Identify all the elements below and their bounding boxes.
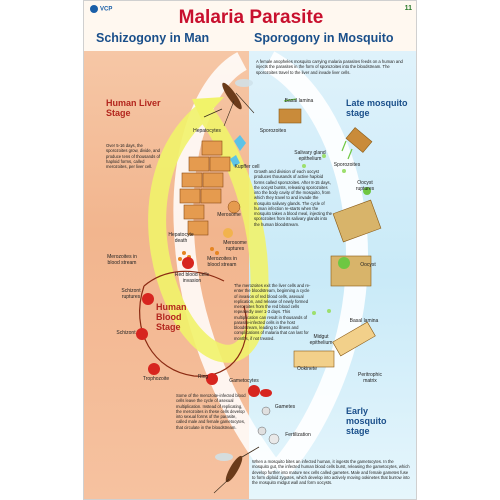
stage-human-liver: Human Liver Stage — [106, 98, 161, 118]
text-liver: Over 5-16 days, the sporozoites grow, di… — [106, 143, 161, 169]
label-basal-lamina-top: Basal lamina — [284, 98, 314, 104]
schizont-icon — [136, 328, 148, 340]
yellow-arrow-head — [192, 97, 224, 121]
oocyst-rupture-icon — [363, 187, 371, 195]
merosome-rupture-icon — [223, 228, 233, 238]
label-gametocytes: Gametocytes — [229, 378, 259, 384]
ring-icon — [206, 373, 218, 385]
schizont-ruptures-icon — [142, 293, 154, 305]
label-sporozoites-top: Sporozoites — [259, 128, 287, 134]
plate-number: 11 — [404, 5, 412, 12]
vcp-logo: VCP — [90, 5, 112, 13]
label-schizont: Schizont — [116, 330, 136, 336]
text-mosquito-mid: Growth and division of each oocyst produ… — [254, 169, 332, 227]
label-midgut: Midgut epithelium — [309, 334, 333, 346]
label-basal-lamina-low: Basal lamina — [349, 318, 379, 324]
salivary-gland — [278, 108, 373, 153]
label-fertilization: Fertilization — [285, 432, 311, 438]
gametes-icon — [257, 406, 271, 436]
white-cycle-arrow — [173, 52, 282, 478]
stage-human-blood: Human Blood Stage — [156, 302, 187, 332]
label-merosome: Merosome — [217, 212, 241, 218]
stage-late-mosquito: Late mosquito stage — [346, 98, 408, 118]
label-oocyst-ruptures: Oocyst ruptures — [355, 180, 375, 192]
merosome-icon — [227, 200, 241, 214]
label-salivary: Salivary gland epithelium — [294, 150, 326, 162]
gametocytes-icon-2 — [260, 389, 272, 397]
sporozoites-icon — [283, 98, 353, 160]
gametocytes-icon — [248, 385, 260, 397]
label-gametes: Gametes — [274, 404, 296, 410]
mosquito-bottom-icon — [213, 446, 260, 494]
rbc-invasion-icon — [182, 257, 194, 269]
label-schizont-ruptures: Schizont ruptures — [121, 288, 141, 300]
text-bottom: When a mosquito bites an infected human,… — [252, 459, 410, 485]
blood-cycle-ring — [139, 285, 248, 377]
trophozoite-icon — [148, 363, 160, 375]
label-kupffer: Kupffer cell — [234, 164, 260, 170]
label-rbc-invasion: Red blood cells invasion — [174, 272, 210, 284]
text-top-right: A female anopheles mosquito carrying mal… — [256, 59, 403, 75]
label-merozoites-stream-left: Merozoites in blood stream — [107, 254, 137, 266]
blood-cycle-ring-arrow — [143, 270, 225, 287]
cycle-diagram — [136, 51, 382, 494]
text-blood-center: The merozoites exit the liver cells and … — [234, 283, 311, 341]
hepatocyte-cluster — [179, 140, 231, 236]
malaria-chart: VCP 11 Malaria Parasite Schizogony in Ma… — [83, 0, 417, 500]
label-trophozoite: Trophozoite — [142, 376, 170, 382]
subtitle-schizogony: Schizogony in Man — [96, 31, 210, 45]
label-hepatocytes: Hepatocytes — [193, 128, 221, 134]
label-merozoites-stream-mid: Merozoites in blood stream — [207, 256, 237, 268]
kupffer-cell-icon — [234, 135, 246, 151]
mosquito-top-icon — [203, 79, 255, 127]
label-ookinete: Ookinete — [296, 366, 317, 372]
oocyst-icon — [338, 257, 350, 269]
label-merosome-ruptures: Merosome ruptures — [223, 240, 247, 252]
midgut-epithelium — [293, 321, 376, 368]
text-gametocyte: Some of the merozoite-infected blood cel… — [176, 393, 246, 430]
label-hepatocyte-death: Hepatocyte death — [168, 232, 194, 244]
label-sporozoites-mid: Sporozoites — [333, 162, 361, 168]
label-oocyst: Oocyst — [360, 262, 376, 268]
page-title: Malaria Parasite — [178, 7, 324, 28]
kupffer-cell-icon-2 — [230, 155, 240, 167]
stage-early-mosquito: Early mosquito stage — [346, 406, 387, 436]
label-peritrophic: Peritrophic matrix — [358, 372, 382, 384]
oocyst-wall — [330, 199, 382, 287]
subtitle-sporogony: Sporogony in Mosquito — [254, 31, 394, 45]
header: VCP 11 Malaria Parasite Schizogony in Ma… — [84, 1, 416, 51]
yellow-cycle-arrow — [148, 103, 269, 363]
fertilization-icon — [268, 433, 280, 445]
label-ring: Ring — [197, 374, 209, 380]
mosquito-cycle-dots — [302, 154, 346, 315]
